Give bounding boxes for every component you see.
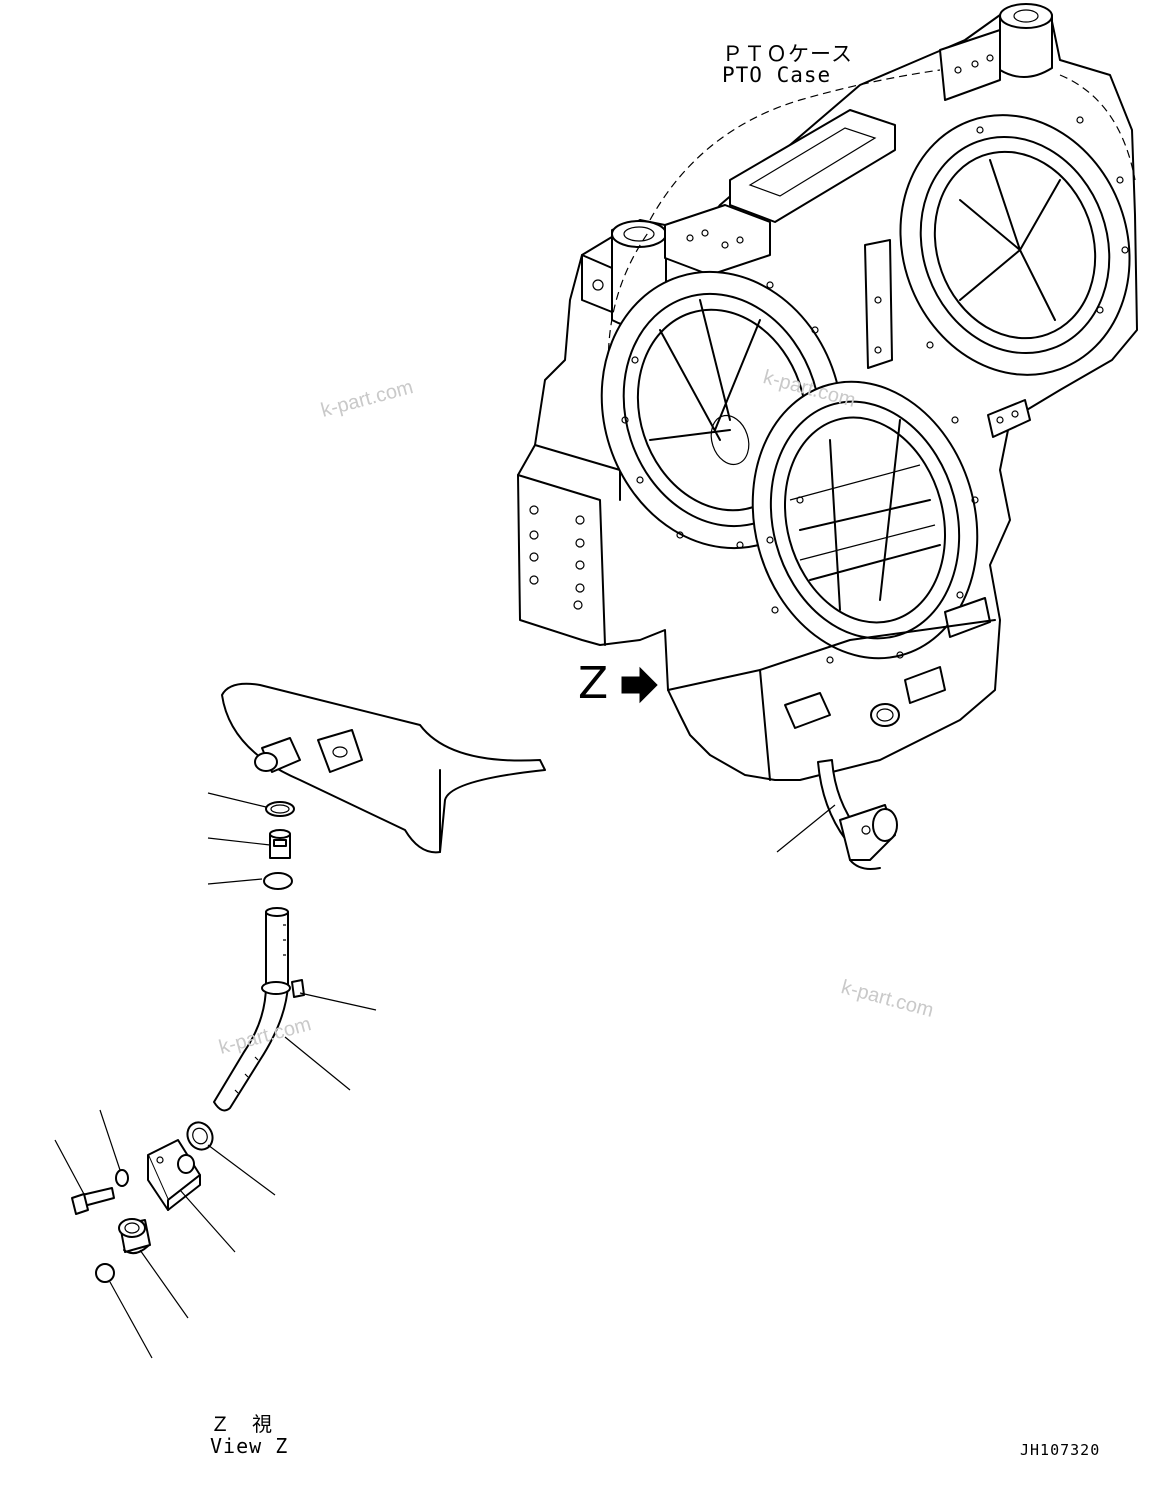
part-block xyxy=(147,1139,201,1211)
pto-case-label-jp: ＰＴＯケース xyxy=(722,42,853,66)
part-bolt xyxy=(71,1187,115,1215)
pto-case-hidden-edge-3 xyxy=(1059,74,1136,181)
leader-cap xyxy=(109,1281,153,1359)
leader-bolt xyxy=(54,1139,86,1197)
pto-case-center-web xyxy=(864,239,893,369)
view-z-flange xyxy=(317,729,363,773)
pto-case-ring-bolts xyxy=(621,116,1129,664)
pto-case-center-ring xyxy=(751,380,979,660)
leader-adapter xyxy=(207,837,271,846)
pto-case-bolt-holes-left xyxy=(529,505,585,610)
leader-hose xyxy=(284,1036,351,1091)
part-hose-clamp-lower xyxy=(186,1121,214,1151)
view-z-arrow-letter: Z xyxy=(578,658,609,709)
part-hose xyxy=(213,911,289,1112)
part-adapter xyxy=(269,829,291,859)
leader-hose-clamp-upper xyxy=(207,878,263,885)
view-z-title-en: View Z xyxy=(210,1434,289,1458)
pto-case-hidden-edge-2 xyxy=(607,229,651,391)
pto-case-right-ring xyxy=(899,114,1131,376)
pto-case-label-en: PTO Case xyxy=(722,63,832,87)
pto-case-drain-hose xyxy=(817,759,898,870)
pto-case-lower-pockets xyxy=(784,597,991,729)
pto-case-hidden-edge-1 xyxy=(649,69,941,221)
pto-case-upper-right-boss xyxy=(999,3,1053,78)
part-sensor xyxy=(118,1218,151,1255)
pto-case-top-cover xyxy=(664,29,1001,276)
part-cap xyxy=(95,1263,115,1283)
view-z-title-jp: Ｚ 視 xyxy=(210,1412,273,1436)
leader-hose-clamp-lower xyxy=(207,1144,276,1196)
pto-case-drawing xyxy=(517,3,1138,870)
hose-leader-line xyxy=(776,804,836,853)
pto-case-right-bracket xyxy=(987,399,1031,438)
part-hose-clamp-upper xyxy=(263,872,293,890)
pto-case-sump-edge xyxy=(667,619,996,691)
part-o-ring xyxy=(265,801,295,817)
leader-o-ring xyxy=(207,792,267,808)
pto-case-left-plate xyxy=(517,474,606,646)
leader-washer xyxy=(99,1109,121,1171)
view-z-arrow xyxy=(621,666,658,704)
view-z-drawing xyxy=(54,682,546,1359)
part-washer xyxy=(115,1169,129,1187)
leader-sensor xyxy=(139,1249,189,1319)
leader-block xyxy=(179,1189,236,1253)
drawing-number: JH107320 xyxy=(1020,1441,1101,1459)
leader-hose-band xyxy=(299,992,377,1011)
pto-case-sump-bottom xyxy=(759,669,771,781)
